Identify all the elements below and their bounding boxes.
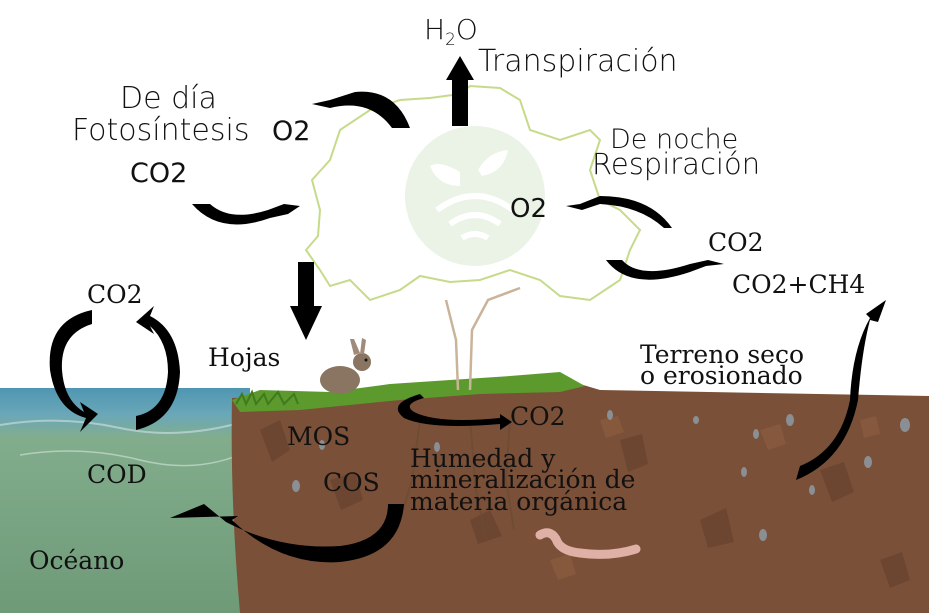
- co2-day-label: CO2: [130, 158, 188, 189]
- worm-icon: [535, 528, 641, 559]
- soil-emission-arrow-icon: [796, 300, 886, 480]
- co2-ch4-label: CO2+CH4: [732, 270, 866, 299]
- de-noche-label: De noche: [610, 124, 739, 155]
- leaves-fall-arrow-icon: [290, 262, 322, 340]
- terreno-label: Terreno seco o erosionado: [640, 340, 805, 391]
- co2-night-label: CO2: [708, 228, 764, 257]
- ocean-co2-up-arrow-icon: [136, 306, 180, 430]
- arrows: [49, 56, 886, 563]
- respiracion-label: Respiración: [592, 147, 761, 181]
- o2-day-label: O2: [272, 116, 311, 147]
- co2-uptake-arrow-icon: [192, 204, 300, 225]
- tree-icon: [304, 84, 642, 391]
- rabbit-icon: [320, 338, 371, 394]
- night-co2-arrow-icon: [606, 260, 724, 280]
- mos-label: MOS: [287, 422, 351, 451]
- transpiration-arrow-icon: [446, 56, 474, 126]
- co2-soil-label: CO2: [510, 402, 566, 431]
- o2-release-arrow-icon: [312, 91, 410, 128]
- o2-night-label: O2: [510, 194, 548, 224]
- co2-ocean-label: CO2: [87, 280, 143, 309]
- h2o-label: H2O: [424, 13, 478, 49]
- soil: [231, 378, 929, 613]
- hojas-label: Hojas: [208, 343, 281, 372]
- cos-to-ocean-arrow-icon: [170, 504, 404, 563]
- grass: [232, 372, 585, 412]
- soil-co2-arrow-icon: [397, 394, 512, 430]
- cos-label: COS: [323, 468, 380, 497]
- ocean-co2-down-arrow-icon: [49, 310, 98, 432]
- oceano-label: Océano: [29, 546, 125, 575]
- fotosintesis-label: Fotosíntesis: [72, 113, 250, 148]
- leaf-watermark-icon: [405, 126, 545, 266]
- ocean: [0, 388, 251, 613]
- transpiracion-label: Transpiración: [478, 44, 678, 79]
- humedad-label: Humedad y mineralización de materia orgá…: [410, 444, 636, 516]
- de-dia-label: De día: [120, 81, 217, 116]
- night-o2-arrow-icon: [566, 196, 672, 228]
- cod-label: COD: [87, 460, 147, 489]
